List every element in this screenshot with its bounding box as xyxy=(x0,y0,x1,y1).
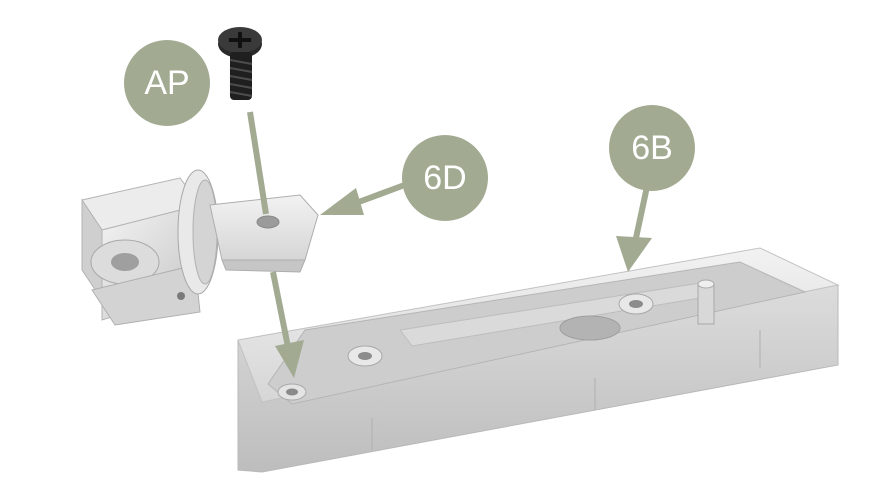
base-channel-6b xyxy=(237,247,840,473)
bracket-6d xyxy=(81,169,319,326)
callout-6d: 6D xyxy=(402,135,488,221)
callout-6b: 6B xyxy=(609,105,695,191)
callout-6b-label: 6B xyxy=(631,129,673,167)
boss-right xyxy=(618,293,654,315)
screw-path-arrow-shaft xyxy=(270,271,292,353)
screw-path-arrow-head xyxy=(275,340,304,378)
arrow-6b-head xyxy=(616,236,652,272)
screw-guide-line xyxy=(247,111,269,215)
locating-pin xyxy=(697,279,715,325)
arrow-6d-head xyxy=(320,188,364,215)
callout-ap-label: AP xyxy=(144,64,189,102)
screw-ap xyxy=(218,27,262,100)
boss-left xyxy=(347,345,383,367)
callout-6d-label: 6D xyxy=(423,159,466,197)
callout-ap: AP xyxy=(124,40,210,126)
arrow-6b-shaft xyxy=(633,181,651,239)
screw-hole-target xyxy=(277,383,307,401)
